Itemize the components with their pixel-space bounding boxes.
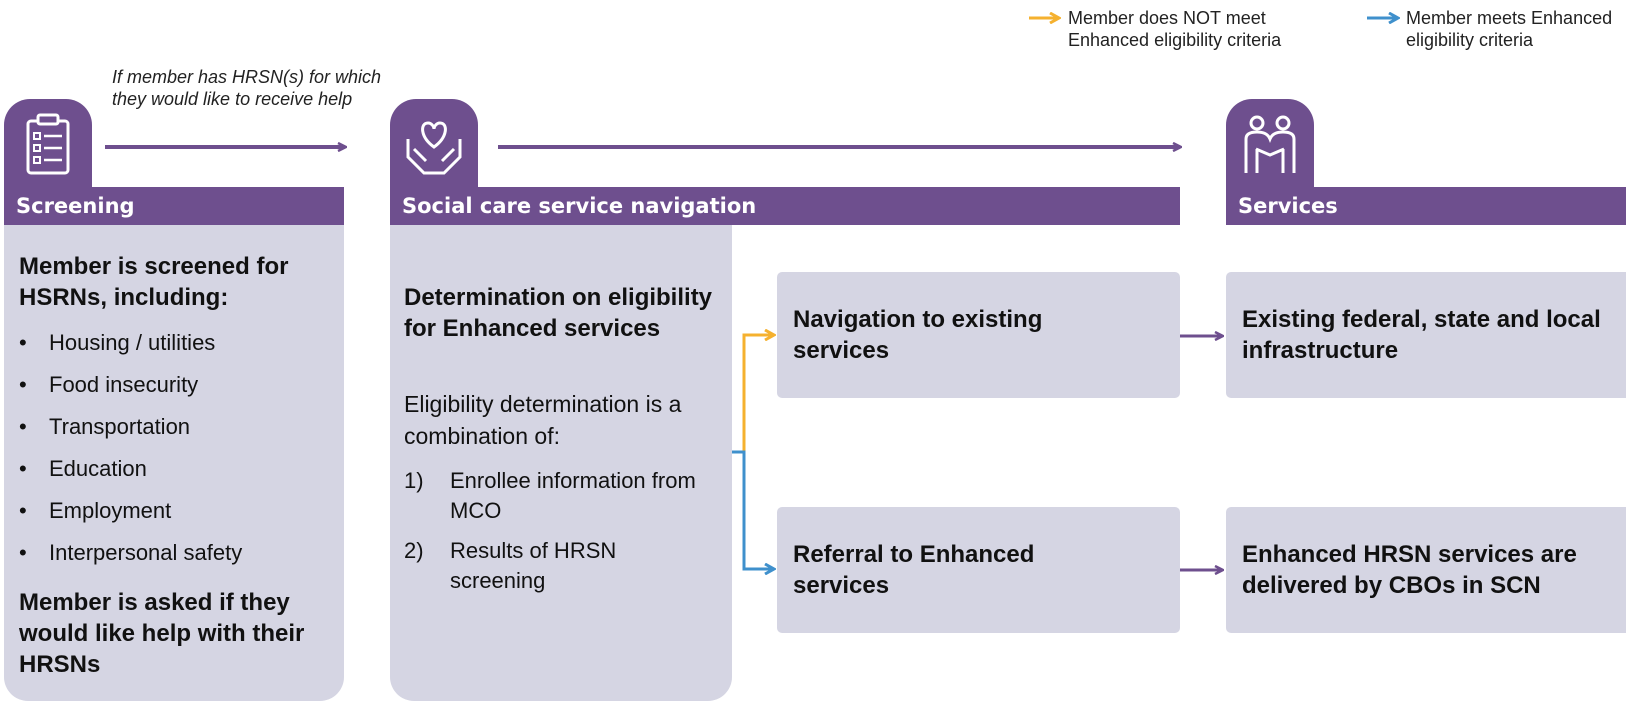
list-item: Interpersonal safety (19, 532, 339, 574)
screening-icon-tab (4, 99, 92, 187)
legend-meet-label: Member meets Enhanced eligibility criter… (1406, 8, 1613, 50)
people-icon (1244, 115, 1296, 173)
navigation-intro: Eligibility determination is a combinati… (404, 391, 682, 449)
list-item: 2)Results of HRSN screening (404, 538, 617, 593)
navigation-title-bar: Social care service navigation (390, 187, 1180, 225)
navigation-panel: Determination on eligibility for Enhance… (390, 225, 732, 701)
screening-heading: Member is screened for HSRNs, including: (19, 253, 289, 311)
list-item: Transportation (19, 406, 339, 448)
hands-heart-icon (406, 121, 462, 175)
navigation-existing-box: Navigation to existing services (777, 272, 1180, 398)
services-title-bar: Services (1226, 187, 1626, 225)
list-item: 1)Enrollee information from MCO (404, 468, 696, 523)
services-icon-tab (1226, 99, 1314, 187)
screening-panel: Member is screened for HSRNs, including:… (4, 225, 344, 701)
clipboard-icon (26, 113, 70, 175)
services-existing-box: Existing federal, state and local infras… (1226, 272, 1626, 398)
list-item: Education (19, 448, 339, 490)
services-enhanced-box: Enhanced HRSN services are delivered by … (1226, 507, 1626, 633)
navigation-heading: Determination on eligibility for Enhance… (404, 284, 713, 342)
screening-title-bar: Screening (4, 187, 344, 225)
list-item: Housing / utilities (19, 322, 339, 364)
eligibility-steps: 1)Enrollee information from MCO 2)Result… (404, 466, 714, 606)
navigation-icon-tab (390, 99, 478, 187)
list-item: Food insecurity (19, 364, 339, 406)
legend-not-meet-label: Member does NOT meet Enhanced eligibilit… (1068, 8, 1282, 50)
connector-not-meet (732, 335, 773, 454)
screening-footer: Member is asked if they would like help … (19, 589, 305, 678)
connector-meet (732, 450, 773, 569)
navigation-referral-box: Referral to Enhanced services (777, 507, 1180, 633)
flow-condition-note: If member has HRSN(s) for which they wou… (112, 67, 382, 109)
list-item: Employment (19, 490, 339, 532)
hrsn-list: Housing / utilities Food insecurity Tran… (19, 322, 339, 574)
